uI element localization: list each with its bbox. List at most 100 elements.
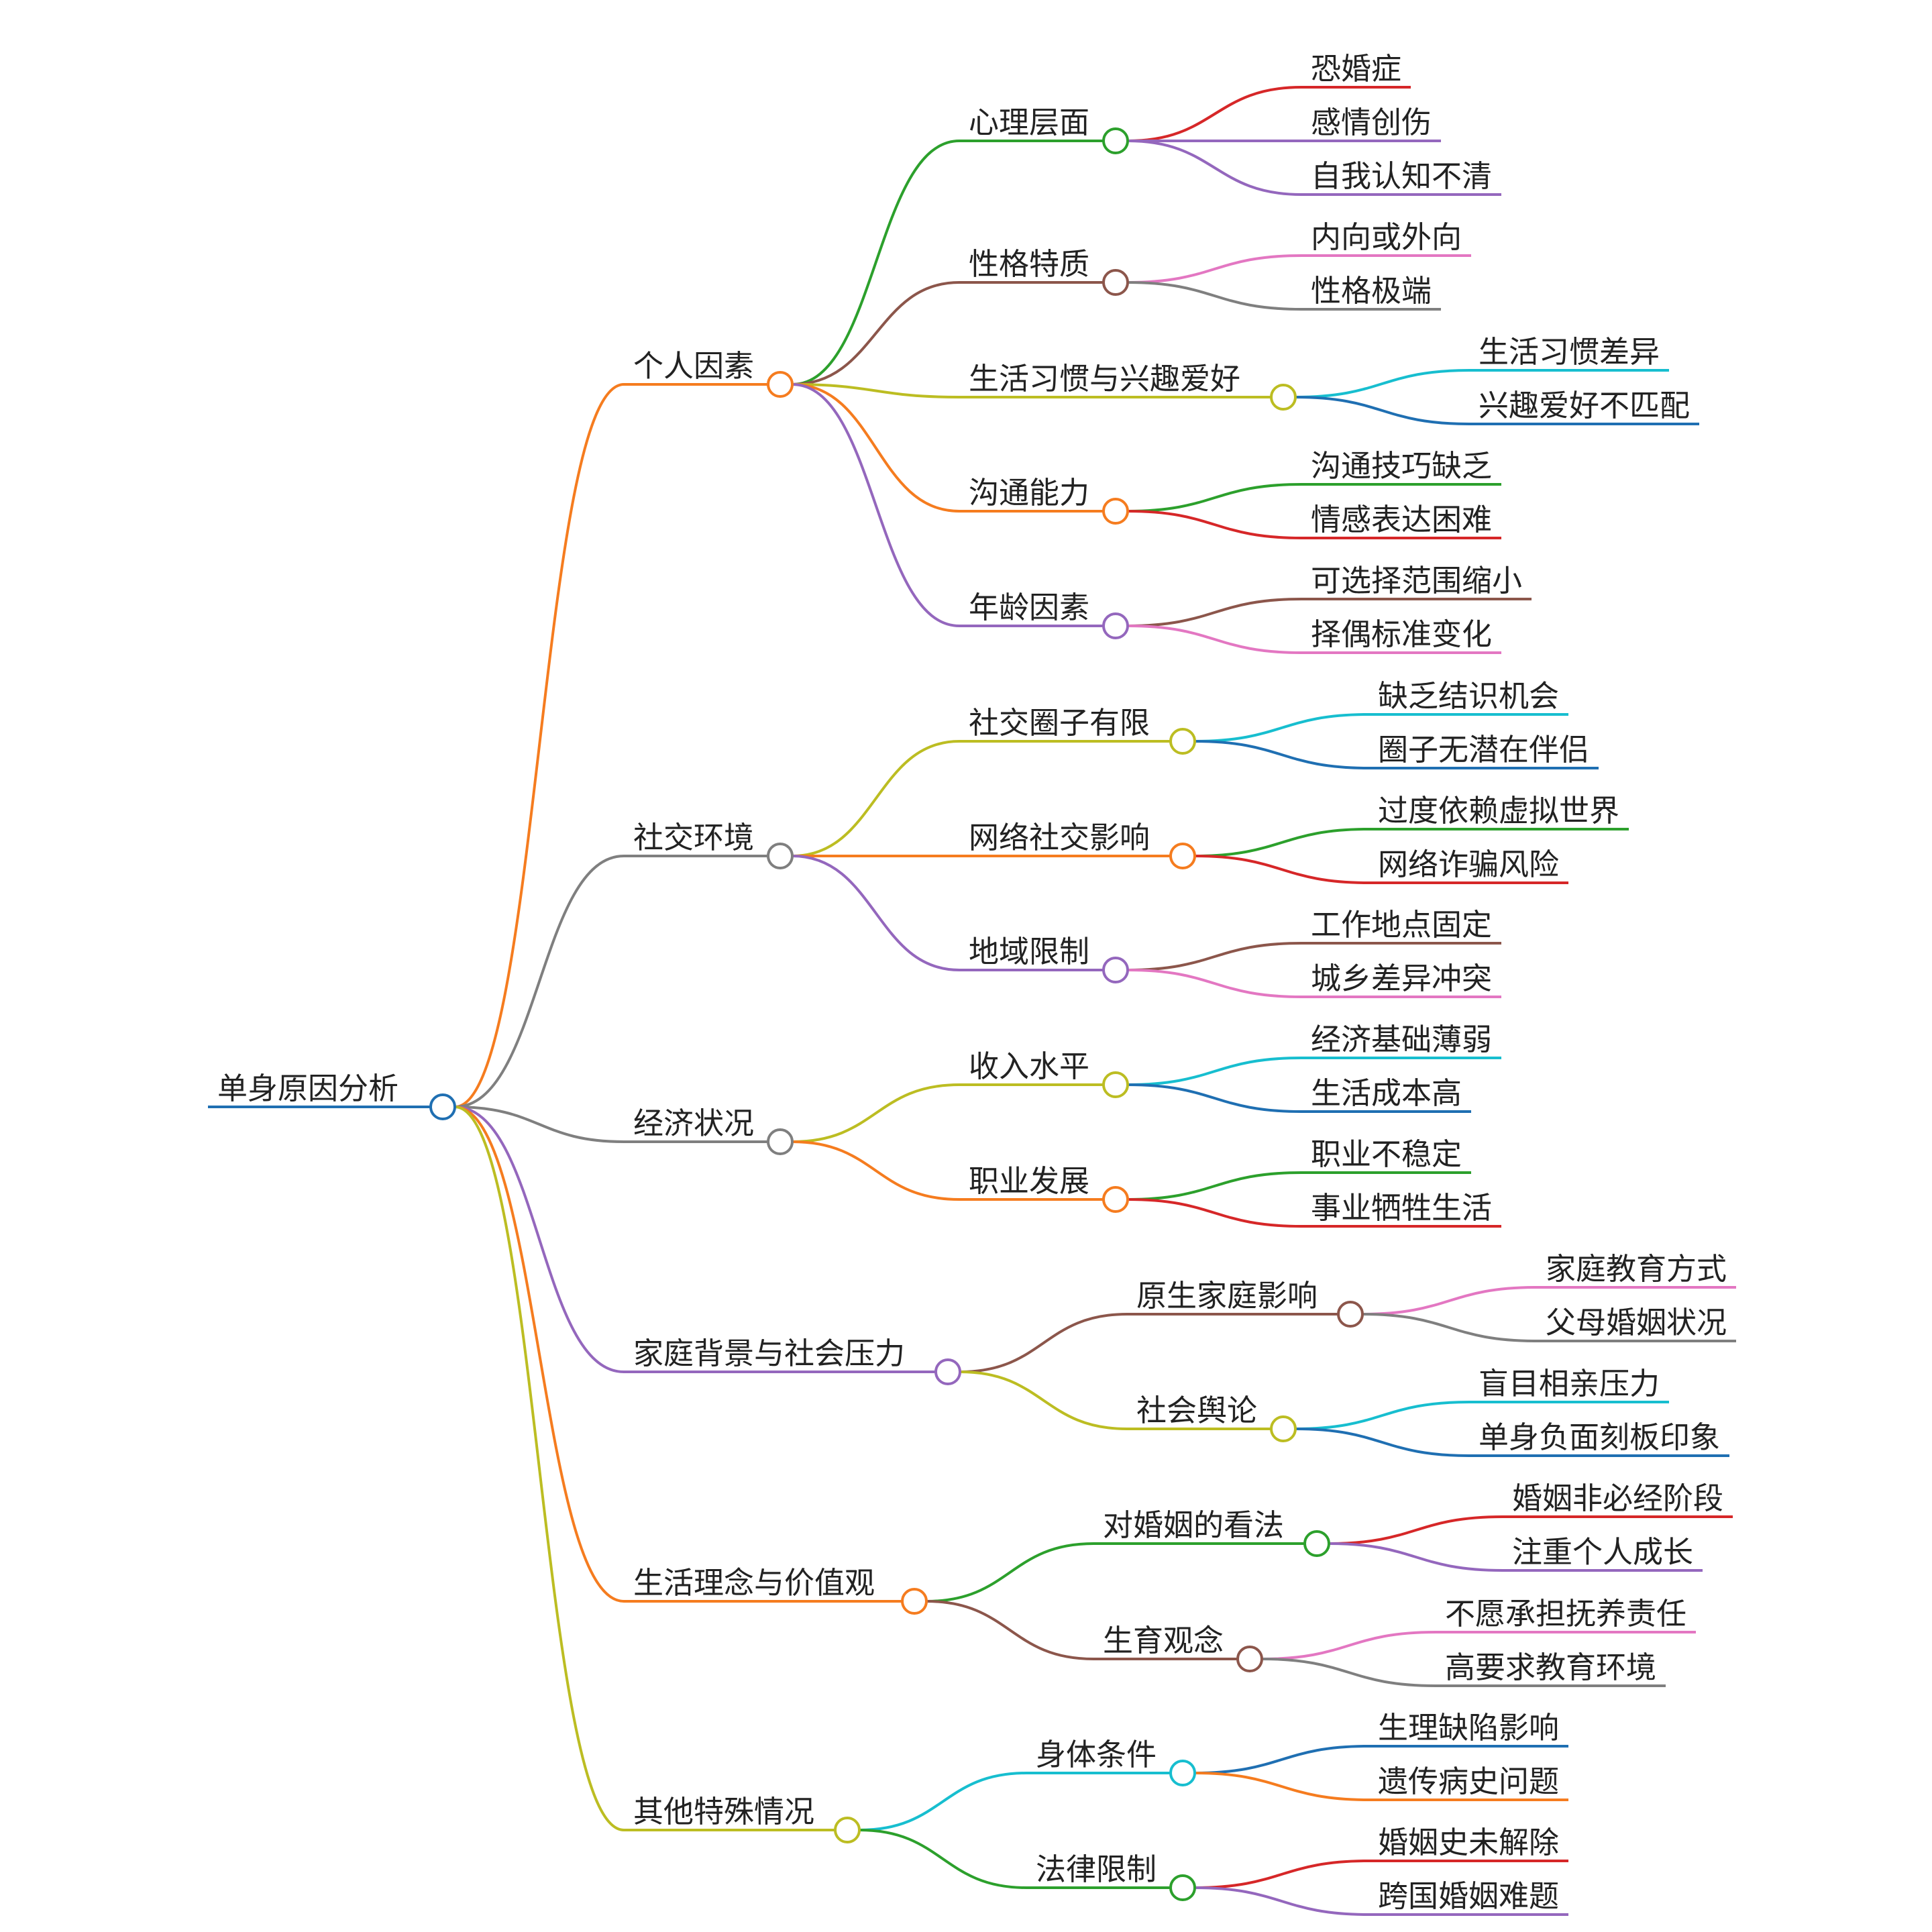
- edge-branch-to-topic: [792, 383, 960, 513]
- topic-node-toggle[interactable]: [1102, 1071, 1129, 1098]
- edge-topic-to-leaf: [1295, 369, 1470, 398]
- branch-node-label: 其他特殊情况: [633, 1794, 814, 1829]
- edge-topic-to-leaf: [1295, 396, 1470, 425]
- topic-node-label: 收入水平: [969, 1049, 1089, 1084]
- leaf-node-label: 跨国婚姻难题: [1378, 1878, 1559, 1914]
- topic-node-toggle[interactable]: [1169, 843, 1196, 869]
- leaf-node-label: 可选择范围缩小: [1311, 563, 1522, 598]
- leaf-node-label: 性格极端: [1311, 273, 1432, 309]
- leaf-node-label: 职业不稳定: [1311, 1136, 1462, 1172]
- topic-node-label: 对婚姻的看法: [1103, 1507, 1284, 1543]
- branch-node-toggle[interactable]: [767, 1128, 794, 1155]
- leaf-node-label: 单身负面刻板印象: [1479, 1419, 1720, 1455]
- edge-topic-to-leaf: [1127, 1171, 1302, 1201]
- edge-topic-to-leaf: [1127, 942, 1302, 971]
- leaf-node-label: 内向或外向: [1311, 219, 1462, 255]
- leaf-node-label: 遗传病史问题: [1378, 1764, 1559, 1799]
- leaf-node-label: 择偶标准变化: [1311, 616, 1492, 652]
- edge-topic-to-leaf: [1127, 969, 1302, 998]
- topic-node-toggle[interactable]: [1102, 957, 1129, 983]
- edge-topic-to-leaf: [1127, 254, 1302, 284]
- branch-node-toggle[interactable]: [767, 371, 794, 398]
- leaf-node-label: 网络诈骗风险: [1378, 847, 1559, 882]
- topic-node-label: 社交圈子有限: [969, 705, 1150, 741]
- edge-branch-to-topic: [792, 855, 960, 971]
- edge-topic-to-leaf: [1362, 1286, 1537, 1316]
- topic-node-toggle[interactable]: [1169, 728, 1196, 755]
- branch-node-toggle[interactable]: [834, 1817, 861, 1843]
- edge-topic-to-leaf: [1194, 1886, 1369, 1916]
- edge-topic-to-leaf: [1127, 510, 1302, 539]
- mindmap-edges: [454, 86, 1537, 1916]
- edge-branch-to-topic: [959, 1313, 1128, 1373]
- edge-branch-to-topic: [792, 1140, 960, 1201]
- leaf-node-label: 生活习惯差异: [1479, 334, 1660, 370]
- leaf-node-label: 圈子无潜在伴侣: [1378, 732, 1589, 767]
- branch-node-label: 生活理念与价值观: [633, 1565, 875, 1601]
- topic-node-toggle[interactable]: [1102, 498, 1129, 525]
- edge-branch-to-topic: [792, 1083, 960, 1143]
- leaf-node-label: 父母婚姻状况: [1546, 1305, 1727, 1340]
- topic-node-label: 法律限制: [1036, 1851, 1157, 1887]
- edge-branch-to-topic: [792, 383, 960, 398]
- edge-branch-to-topic: [792, 140, 960, 386]
- topic-node-toggle[interactable]: [1270, 1415, 1297, 1442]
- topic-node-label: 社会舆论: [1136, 1393, 1257, 1428]
- topic-node-toggle[interactable]: [1303, 1530, 1330, 1557]
- edge-topic-to-leaf: [1295, 1428, 1470, 1457]
- topic-node-label: 地域限制: [969, 934, 1089, 969]
- topic-node-toggle[interactable]: [1102, 269, 1129, 296]
- edge-root-to-branch: [454, 855, 625, 1108]
- edge-topic-to-leaf: [1194, 1772, 1369, 1801]
- leaf-node-label: 家庭教育方式: [1546, 1251, 1727, 1287]
- branch-node-toggle[interactable]: [901, 1588, 928, 1615]
- leaf-node-label: 情感表达困难: [1311, 502, 1492, 537]
- edge-topic-to-leaf: [1328, 1515, 1503, 1545]
- leaf-node-label: 生理缺陷影响: [1378, 1710, 1559, 1746]
- edge-topic-to-leaf: [1127, 1198, 1302, 1228]
- topic-node-toggle[interactable]: [1337, 1301, 1364, 1328]
- leaf-node-label: 婚姻非必经阶段: [1512, 1481, 1723, 1516]
- leaf-node-label: 经济基础薄弱: [1311, 1022, 1492, 1057]
- leaf-node-label: 事业牺牲生活: [1311, 1190, 1492, 1226]
- branch-node-toggle[interactable]: [767, 843, 794, 869]
- mindmap-nodes: 单身原因分析个人因素心理层面恐婚症感情创伤自我认知不清性格特质内向或外向性格极端…: [208, 51, 1737, 1916]
- root-node-label: 单身原因分析: [217, 1071, 398, 1106]
- topic-node-toggle[interactable]: [1270, 384, 1297, 411]
- leaf-node-label: 感情创伤: [1311, 105, 1432, 140]
- edge-topic-to-leaf: [1362, 1313, 1537, 1342]
- edge-topic-to-leaf: [1194, 1745, 1369, 1774]
- topic-node-label: 网络社交影响: [969, 820, 1150, 855]
- branch-node-label: 社交环境: [633, 820, 754, 855]
- edge-branch-to-topic: [792, 281, 960, 386]
- leaf-node-label: 工作地点固定: [1311, 907, 1492, 943]
- edge-topic-to-leaf: [1261, 1631, 1436, 1660]
- root-node-toggle[interactable]: [429, 1093, 456, 1120]
- branch-node-label: 经济状况: [633, 1106, 754, 1141]
- leaf-node-label: 兴趣爱好不匹配: [1479, 388, 1690, 423]
- leaf-node-label: 缺乏结识机会: [1378, 678, 1559, 714]
- edge-root-to-branch: [454, 1106, 625, 1603]
- topic-node-toggle[interactable]: [1169, 1760, 1196, 1786]
- topic-node-label: 职业发展: [969, 1163, 1089, 1199]
- topic-node-toggle[interactable]: [1169, 1874, 1196, 1901]
- leaf-node-label: 生活成本高: [1311, 1075, 1462, 1111]
- topic-node-toggle[interactable]: [1102, 1186, 1129, 1213]
- topic-node-label: 生育观念: [1103, 1623, 1224, 1658]
- edge-topic-to-leaf: [1127, 281, 1302, 311]
- branch-node-toggle[interactable]: [934, 1358, 961, 1385]
- edge-branch-to-topic: [792, 740, 960, 857]
- edge-topic-to-leaf: [1127, 1057, 1302, 1086]
- edge-topic-to-leaf: [1194, 828, 1369, 857]
- edge-topic-to-leaf: [1127, 1083, 1302, 1113]
- topic-node-toggle[interactable]: [1236, 1646, 1263, 1672]
- edge-branch-to-topic: [859, 1772, 1027, 1831]
- topic-node-toggle[interactable]: [1102, 127, 1129, 154]
- topic-node-label: 心理层面: [969, 105, 1089, 140]
- leaf-node-label: 过度依赖虚拟世界: [1378, 793, 1619, 828]
- topic-node-toggle[interactable]: [1102, 612, 1129, 639]
- edge-topic-to-leaf: [1295, 1401, 1470, 1430]
- topic-node-label: 身体条件: [1036, 1737, 1157, 1772]
- edge-root-to-branch: [454, 383, 625, 1108]
